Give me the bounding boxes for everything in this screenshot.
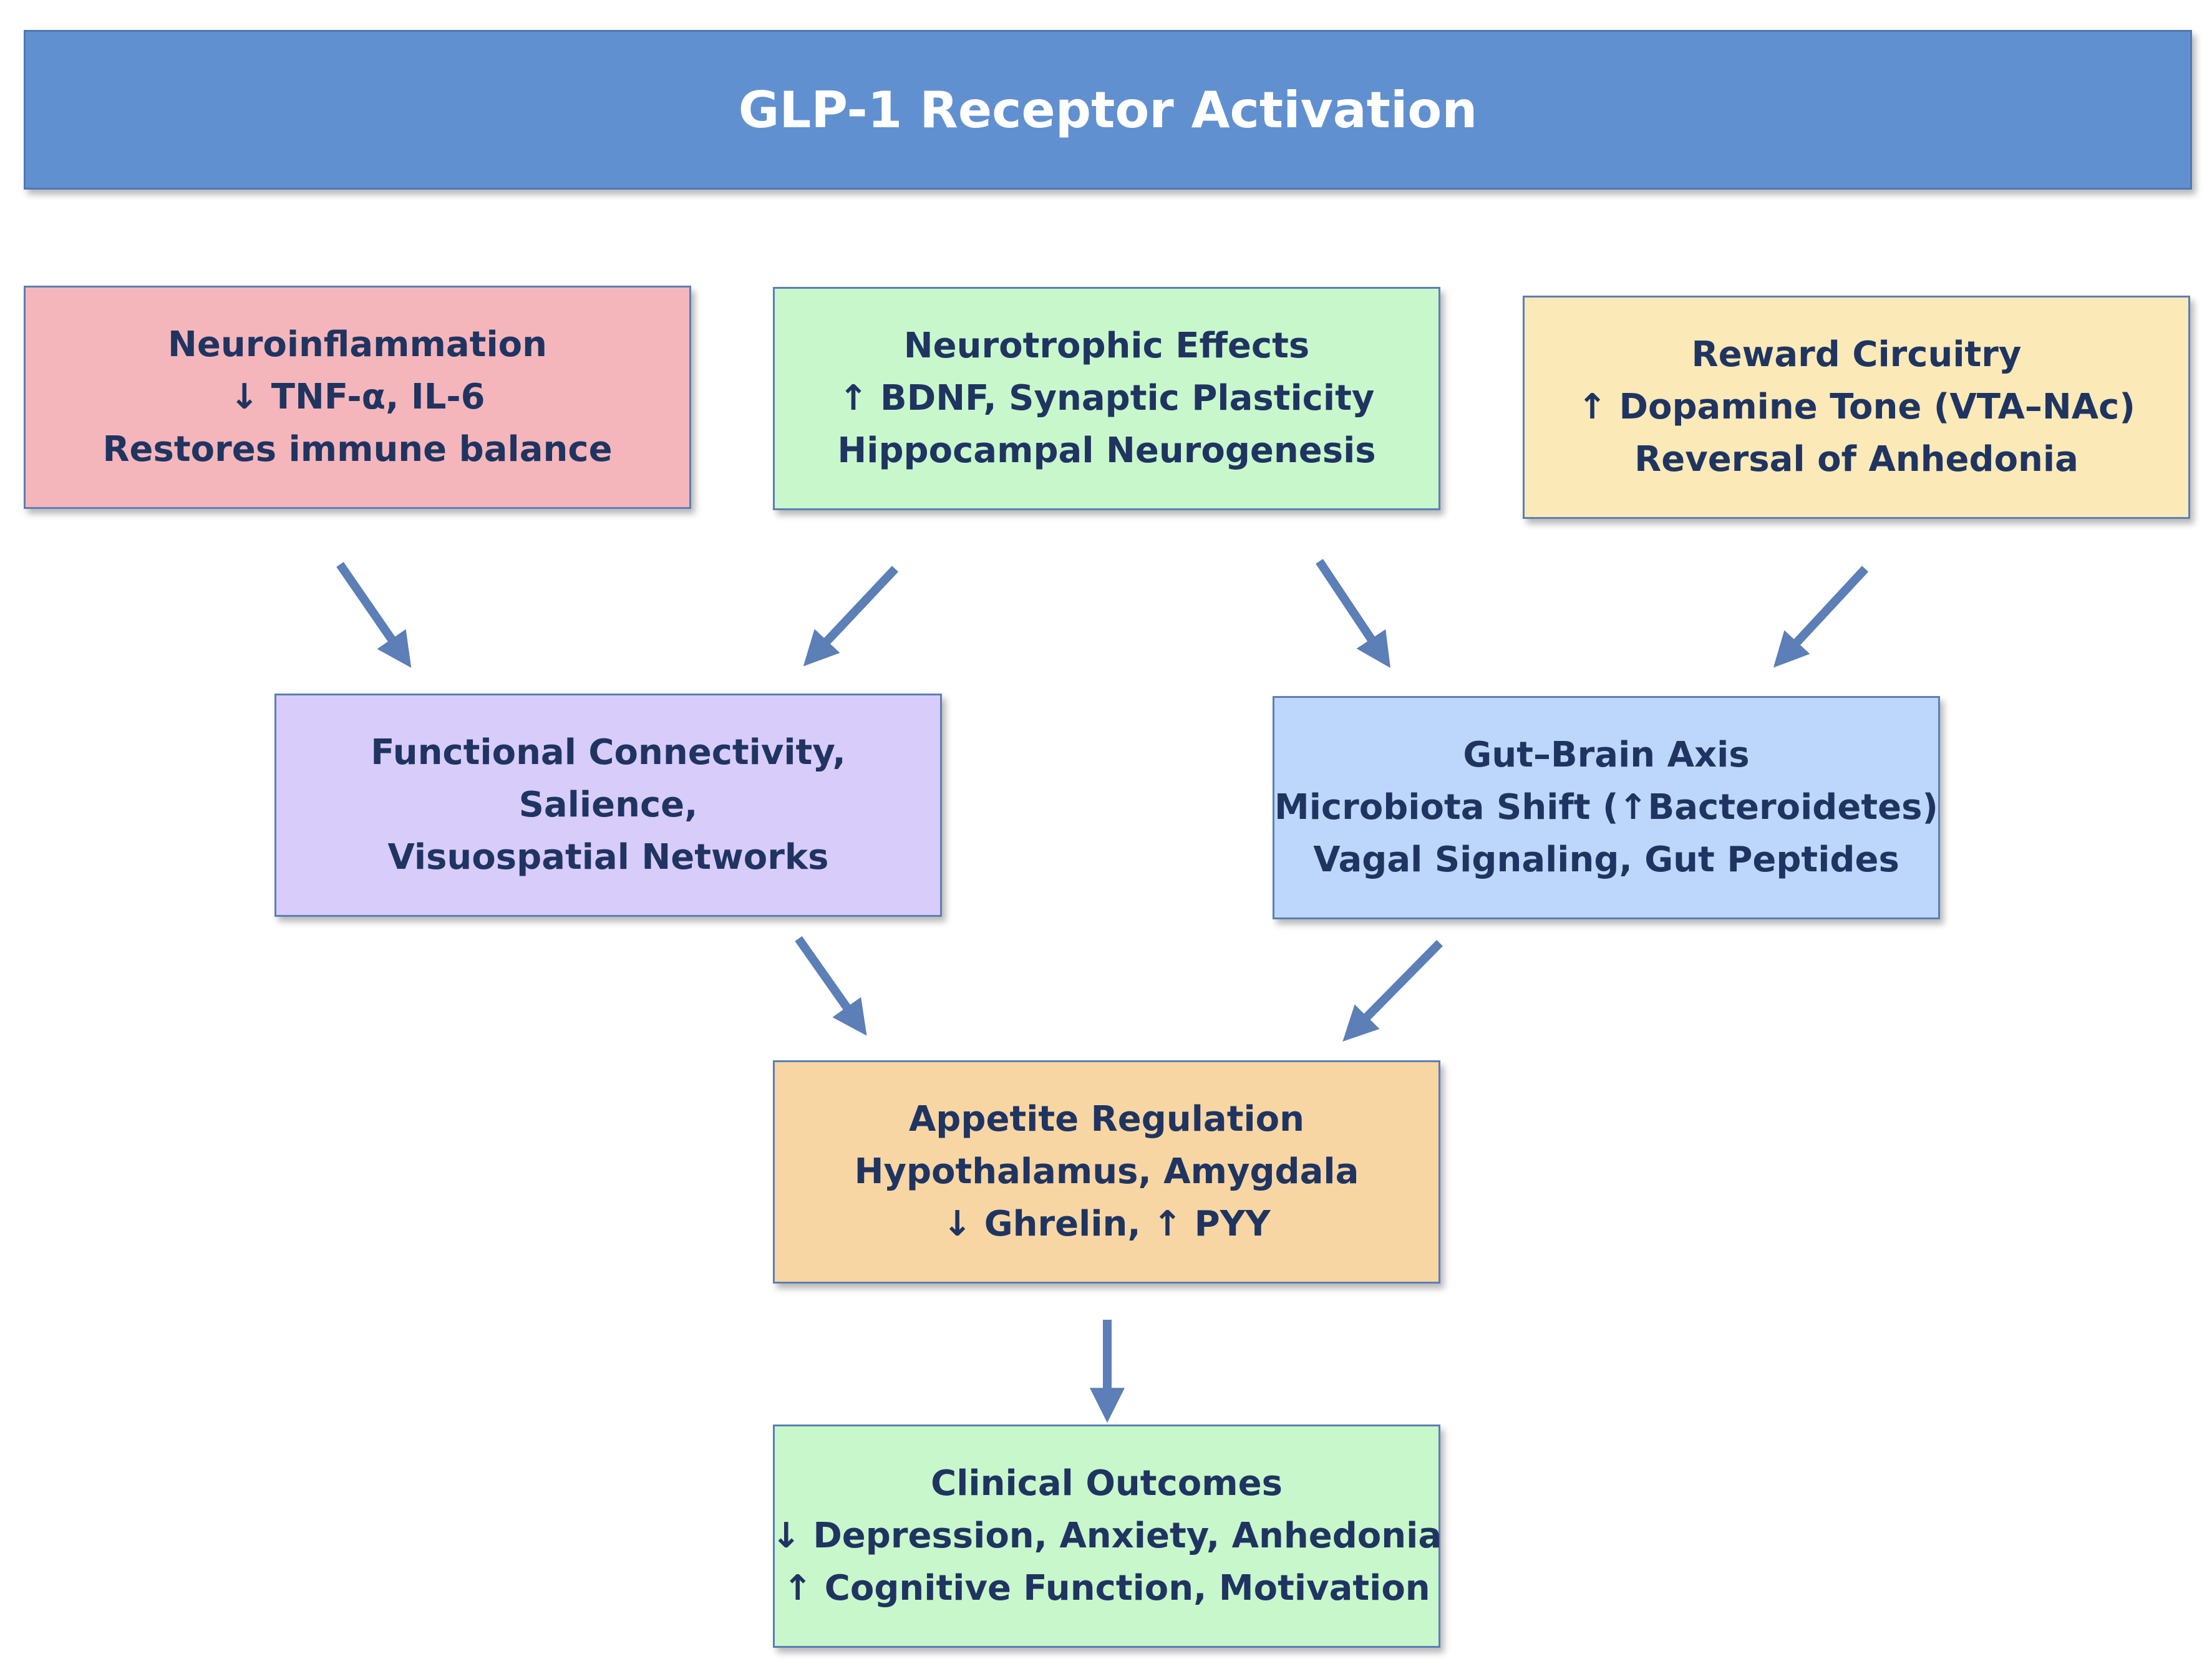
node-gutbrain-line-2: Microbiota Shift (↑Bacteroidetes) (1274, 787, 1938, 828)
node-neurotrophic-effects: Neurotrophic Effects ↑ BDNF, Synaptic Pl… (773, 287, 1440, 510)
node-neurotrophic-heading: Neurotrophic Effects (903, 326, 1310, 366)
arrow-reward-to-gutbrain (1773, 566, 1869, 668)
node-gutbrain-heading: Gut–Brain Axis (1463, 735, 1750, 775)
node-reward-line-3: Reversal of Anhedonia (1634, 439, 2079, 480)
arrow-gutbrain-to-appetite (1342, 940, 1443, 1042)
node-neuroinflammation: Neuroinflammation ↓ TNF-α, IL-6 Restores… (24, 286, 691, 509)
node-gutbrain-line-3: Vagal Signaling, Gut Peptides (1313, 839, 1899, 880)
arrow-neurotrophic-to-connectivity (803, 566, 899, 667)
arrow-connectivity-to-appetite (795, 936, 867, 1036)
node-neuroinflammation-heading: Neuroinflammation (168, 324, 547, 365)
node-neuroinflammation-line-2: ↓ TNF-α, IL-6 (230, 377, 485, 417)
node-functional-connectivity: Functional Connectivity, Salience, Visuo… (274, 694, 942, 917)
node-outcomes-heading: Clinical Outcomes (931, 1463, 1283, 1504)
arrow-neuroinflammation-to-connectivity (336, 562, 412, 668)
node-connectivity-line-2: Salience, (518, 785, 698, 825)
node-appetite-regulation: Appetite Regulation Hypothalamus, Amygda… (773, 1060, 1440, 1284)
node-outcomes-line-2: ↓ Depression, Anxiety, Anhedonia (771, 1516, 1442, 1556)
node-clinical-outcomes: Clinical Outcomes ↓ Depression, Anxiety,… (771, 1425, 1442, 1648)
node-gut-brain-axis: Gut–Brain Axis Microbiota Shift (↑Bacter… (1273, 696, 1940, 919)
node-appetite-line-3: ↓ Ghrelin, ↑ PYY (943, 1204, 1271, 1244)
arrow-neurotrophic-to-gutbrain (1316, 559, 1390, 668)
node-reward-circuitry: Reward Circuitry ↑ Dopamine Tone (VTA–NA… (1523, 296, 2190, 519)
node-connectivity-heading: Functional Connectivity, (371, 732, 846, 773)
node-appetite-line-2: Hypothalamus, Amygdala (854, 1151, 1359, 1192)
node-outcomes-line-3: ↑ Cognitive Function, Motivation (783, 1568, 1430, 1609)
node-reward-heading: Reward Circuitry (1691, 334, 2022, 375)
node-neurotrophic-line-2: ↑ BDNF, Synaptic Plasticity (838, 378, 1375, 418)
node-reward-line-2: ↑ Dopamine Tone (VTA–NAc) (1578, 387, 2135, 427)
node-neurotrophic-line-3: Hippocampal Neurogenesis (837, 430, 1376, 471)
node-appetite-heading: Appetite Regulation (908, 1099, 1305, 1139)
title-banner: GLP-1 Receptor Activation (24, 30, 2192, 190)
diagram-title: GLP-1 Receptor Activation (738, 80, 1478, 139)
node-connectivity-line-3: Visuospatial Networks (387, 837, 829, 878)
node-neuroinflammation-line-3: Restores immune balance (102, 429, 613, 470)
